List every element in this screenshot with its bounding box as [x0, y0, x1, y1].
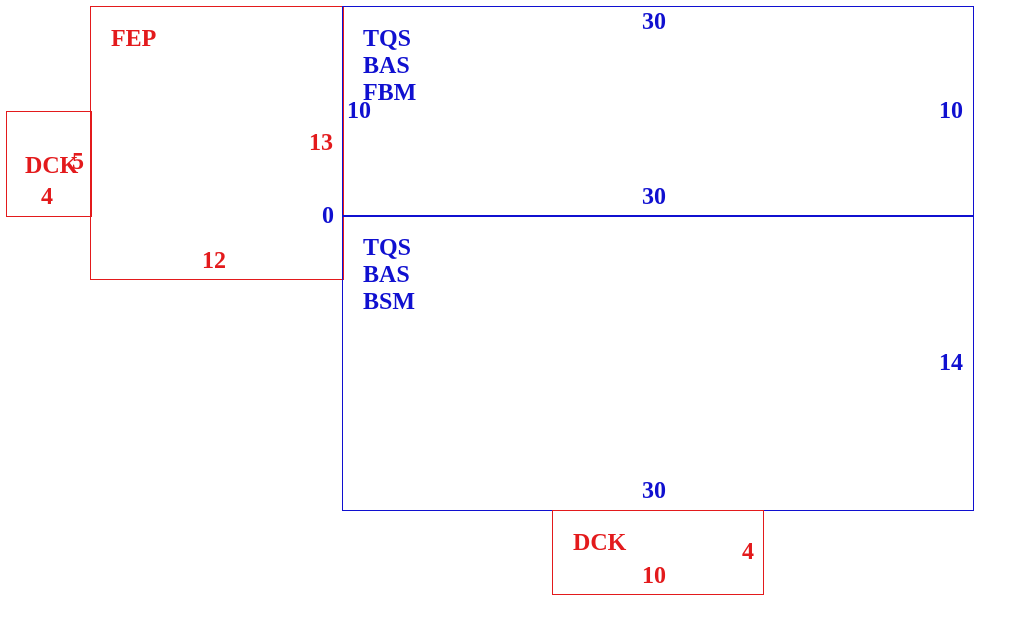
dck-left-room[interactable]: [6, 111, 92, 217]
fep-corner-value: 0: [322, 203, 334, 229]
bottom-room-label-stack: TQS BAS BSM: [363, 235, 415, 316]
fep-dimension-right: 13: [309, 130, 333, 156]
bottom-room[interactable]: [342, 215, 974, 511]
fep-dimension-bottom: 12: [202, 248, 226, 274]
bottom-room-label-2: BAS: [363, 262, 410, 288]
bottom-room-label-1: TQS: [363, 235, 412, 261]
top-room-dimension-top: 30: [642, 9, 666, 35]
bottom-room-label-3: BSM: [363, 289, 416, 315]
top-room-label-3: FBM: [363, 80, 417, 106]
top-room-dimension-right: 10: [939, 98, 963, 124]
top-room-dimension-left: 10: [347, 98, 371, 124]
top-room-dimension-bottom: 30: [642, 184, 666, 210]
dck-bottom-room[interactable]: [552, 510, 764, 595]
dck-bottom-name: DCK: [573, 530, 627, 556]
fep-room-name: FEP: [111, 26, 157, 52]
bottom-room-dimension-bottom: 30: [642, 478, 666, 504]
dck-left-overlap-value: 5: [72, 149, 84, 175]
dck-bottom-dimension-bottom: 10: [642, 563, 666, 589]
top-room-label-stack: TQS BAS FBM: [363, 26, 416, 107]
top-room-label-1: TQS: [363, 26, 412, 52]
dck-bottom-dimension-right: 4: [742, 539, 754, 565]
dck-left-dimension-bottom: 4: [41, 184, 53, 210]
fep-room[interactable]: [90, 6, 344, 280]
bottom-room-dimension-right: 14: [939, 350, 963, 376]
dck-left-name: DCK: [25, 153, 79, 179]
top-room-label-2: BAS: [363, 53, 410, 79]
top-room[interactable]: [342, 6, 974, 217]
